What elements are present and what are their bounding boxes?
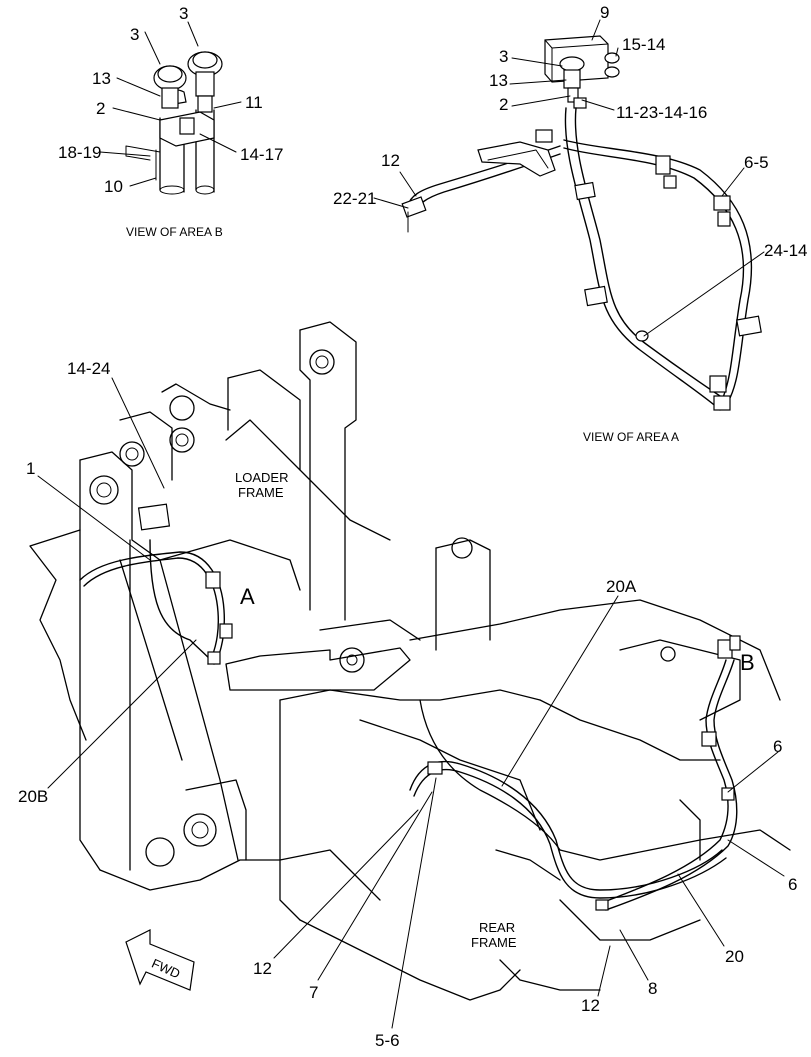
callout-b-3a: 3	[130, 25, 139, 44]
callout-6-lower: 6	[788, 875, 797, 894]
callout-a-24-14: 24-14	[764, 241, 807, 260]
callout-a-12: 12	[381, 151, 400, 170]
callout-12-right: 12	[581, 996, 600, 1015]
callout-b-14-17: 14-17	[240, 145, 283, 164]
view-area-a-drawing	[373, 19, 765, 411]
loader-frame-label-2: FRAME	[238, 485, 284, 500]
rear-frame-label-2: FRAME	[471, 935, 517, 950]
callout-a-13: 13	[489, 71, 508, 90]
loader-frame-drawing	[29, 321, 421, 891]
callout-b-3b: 3	[179, 4, 188, 23]
callout-20: 20	[725, 947, 744, 966]
callout-a-2: 2	[499, 95, 508, 114]
view-area-b-drawing	[99, 21, 242, 195]
callout-b-13: 13	[92, 69, 111, 88]
area-b-marker: B	[740, 650, 755, 675]
callout-a-15-14: 15-14	[622, 35, 665, 54]
rear-frame-drawing	[279, 537, 791, 1001]
callout-a-9: 9	[600, 3, 609, 22]
callout-20B: 20B	[18, 787, 48, 806]
callout-20A: 20A	[606, 577, 637, 596]
rear-frame-label-1: REAR	[479, 920, 515, 935]
callout-a-6-5: 6-5	[744, 153, 769, 172]
callout-6-upper: 6	[773, 737, 782, 756]
callout-14-24: 14-24	[67, 359, 110, 378]
callout-b-2: 2	[96, 99, 105, 118]
callout-7: 7	[309, 983, 318, 1002]
callout-b-18-19: 18-19	[58, 143, 101, 162]
callout-8: 8	[648, 979, 657, 998]
callout-a-11-23-14-16: 11-23-14-16	[616, 103, 707, 122]
area-a-marker: A	[240, 584, 255, 609]
callout-b-10: 10	[104, 177, 123, 196]
callout-b-11: 11	[245, 93, 263, 112]
callout-1: 1	[26, 459, 35, 478]
loader-frame-label-1: LOADER	[235, 470, 288, 485]
caption-view-area-a: VIEW OF AREA A	[583, 430, 679, 444]
fwd-arrow	[125, 929, 195, 991]
callout-a-22-21: 22-21	[333, 189, 376, 208]
callout-5-6: 5-6	[375, 1031, 400, 1050]
caption-view-area-b: VIEW OF AREA B	[126, 225, 223, 239]
callout-12-left: 12	[253, 959, 272, 978]
callout-a-3: 3	[499, 47, 508, 66]
hydraulic-hoses-main	[37, 377, 785, 1029]
